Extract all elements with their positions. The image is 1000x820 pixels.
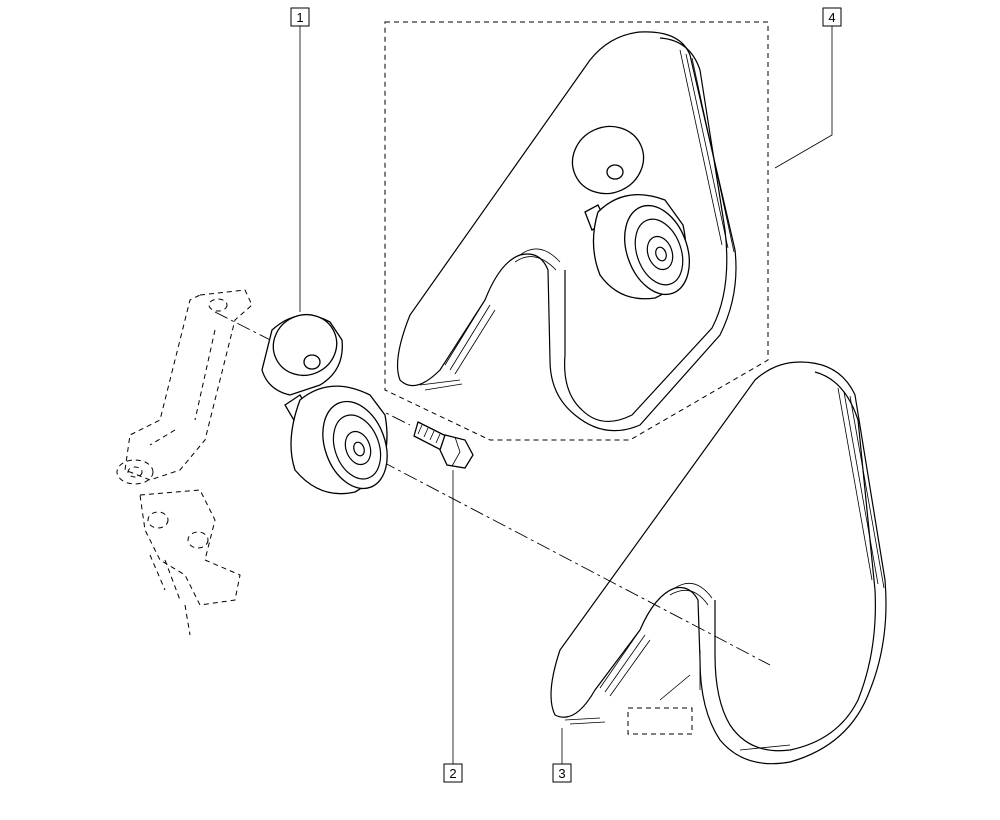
callout-3-label: 3 [558,766,565,781]
callout-4: 4 [822,7,842,27]
callout-4-label: 4 [828,10,835,25]
engine-bracket-icon [116,289,253,636]
accessory-belt-icon [550,361,887,765]
callout-1: 1 [290,7,310,27]
leader-lines [299,26,833,764]
callout-1-label: 1 [296,10,303,25]
callout-2: 2 [443,763,463,783]
bolt-icon [413,421,474,469]
belt-kit-icon [384,21,769,441]
tensioner-pulley-icon [261,313,388,495]
callout-3: 3 [552,763,572,783]
callout-2-label: 2 [449,766,456,781]
